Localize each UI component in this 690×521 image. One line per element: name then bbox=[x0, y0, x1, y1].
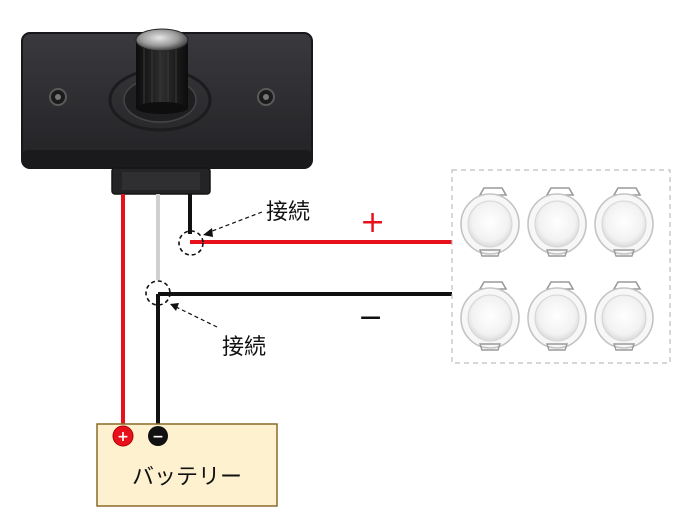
led-panel bbox=[451, 169, 671, 364]
connection-label-top: 接続 bbox=[266, 200, 310, 225]
battery: + − バッテリー bbox=[96, 423, 278, 507]
connection-marker-bottom bbox=[145, 280, 171, 306]
dimmer-knob-icon bbox=[135, 28, 189, 114]
minus-label: − bbox=[358, 300, 383, 335]
battery-plus-terminal: + bbox=[112, 425, 134, 447]
svg-text:+: + bbox=[117, 429, 129, 445]
connection-label-bottom: 接続 bbox=[222, 335, 266, 360]
leader-arrows bbox=[170, 211, 263, 328]
battery-minus-terminal: − bbox=[148, 426, 168, 446]
wires bbox=[121, 194, 452, 436]
connection-marker-top bbox=[178, 230, 204, 256]
plus-label: + bbox=[360, 205, 385, 240]
svg-text:−: − bbox=[152, 429, 164, 445]
dimmer-switch bbox=[21, 28, 313, 195]
battery-body bbox=[96, 423, 278, 507]
battery-label: バッテリー bbox=[132, 465, 242, 490]
